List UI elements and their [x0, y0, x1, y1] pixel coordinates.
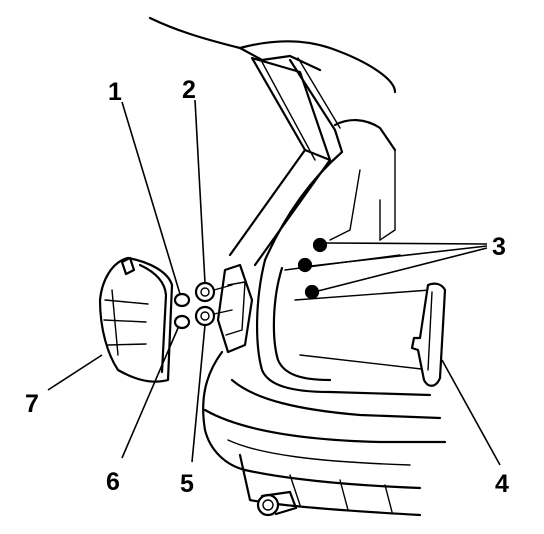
bolt-middle: [297, 257, 313, 273]
tail-lamp-assembly: [98, 256, 174, 383]
leader-lines: [47, 99, 501, 466]
nut-upper: [194, 281, 216, 303]
callout-2: 2: [182, 76, 196, 104]
callout-5: 5: [180, 470, 194, 498]
bolt-bottom: [304, 284, 320, 300]
callout-3: 3: [492, 233, 506, 261]
callout-labels: 1 2 3 4 5 6 7: [25, 76, 509, 498]
exhaust-tip: [256, 493, 280, 517]
mounting-bolts: [297, 237, 328, 300]
callout-7: 7: [25, 390, 39, 418]
bolt-top: [312, 237, 328, 253]
stud-lower: [173, 314, 191, 330]
stud-upper: [173, 292, 191, 308]
callout-1: 1: [108, 78, 122, 106]
callout-4: 4: [495, 470, 509, 498]
lamp-studs: [173, 292, 191, 330]
lamp-nuts: [194, 281, 233, 327]
callout-6: 6: [106, 468, 120, 496]
access-cover: [410, 282, 447, 387]
vehicle-body: [148, 16, 447, 517]
nut-lower: [194, 305, 216, 327]
